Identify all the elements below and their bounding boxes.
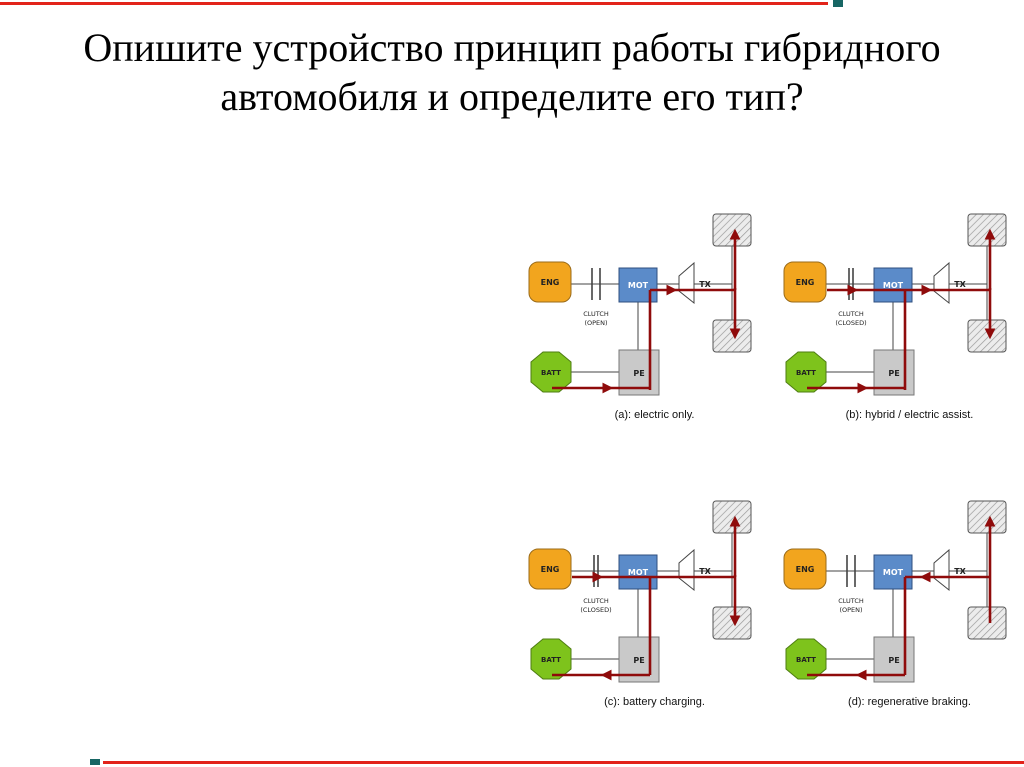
top-accent-line: [0, 2, 828, 5]
engine-label: ENG: [541, 278, 560, 287]
powertrain-diagram-b: ENG MOT TX CLUTCH (CLOSED) PE BATT: [783, 213, 1007, 396]
clutch-state-label: (OPEN): [584, 319, 607, 327]
motor-label: MOT: [883, 568, 904, 577]
transmission-shape: [678, 261, 695, 305]
power-flow-arrows: [552, 228, 741, 394]
power-flow-arrows: [807, 515, 996, 681]
power-electronics-label: PE: [633, 656, 644, 665]
transmission-label: TX: [954, 280, 966, 289]
panel-d: ENG MOT TX CLUTCH (OPEN) PE BATT: [771, 487, 1018, 708]
slide-title: Опишите устройство принцип работы гибрид…: [83, 25, 941, 119]
engine-box: [528, 261, 572, 303]
power-electronics-label: PE: [888, 656, 899, 665]
panel-b: ENG MOT TX CLUTCH (CLOSED) PE BATT: [771, 200, 1018, 421]
panel-c: ENG MOT TX CLUTCH (CLOSED) PE BATT: [516, 487, 763, 708]
clutch-label: CLUTCH: [583, 310, 609, 318]
engine-label: ENG: [796, 565, 815, 574]
panel-a: ENG MOT TX CLUTCH (OPEN) PE BATT: [516, 200, 763, 421]
panel-caption: (b): hybrid / electric assist.: [845, 409, 974, 421]
power-flow-arrows: [552, 515, 741, 681]
panel-caption: (a): electric only.: [614, 409, 695, 421]
engine-label: ENG: [541, 565, 560, 574]
battery-octagon: [785, 638, 827, 680]
wheel-bottom: [967, 606, 1007, 640]
engine-box: [783, 261, 827, 303]
engine-label: ENG: [796, 278, 815, 287]
transmission-shape: [678, 548, 695, 592]
power-electronics-label: PE: [888, 369, 899, 378]
power-electronics-label: PE: [633, 369, 644, 378]
wheel-top: [967, 213, 1007, 247]
battery-label: BATT: [541, 656, 561, 664]
battery-label: BATT: [796, 369, 816, 377]
battery-label: BATT: [541, 369, 561, 377]
battery-octagon: [530, 351, 572, 393]
wheel-top: [967, 500, 1007, 534]
bottom-accent-line: [103, 761, 1024, 764]
wheel-bottom: [712, 319, 752, 353]
clutch-state-label: (OPEN): [839, 606, 862, 614]
battery-octagon: [785, 351, 827, 393]
transmission-label: TX: [954, 567, 966, 576]
transmission-label: TX: [699, 567, 711, 576]
transmission-shape: [933, 548, 950, 592]
engine-box: [528, 548, 572, 590]
panel-caption: (c): battery charging.: [604, 696, 705, 708]
clutch-state-label: (CLOSED): [580, 606, 611, 614]
battery-label: BATT: [796, 656, 816, 664]
wheel-top: [712, 213, 752, 247]
powertrain-diagram-a: ENG MOT TX CLUTCH (OPEN) PE BATT: [528, 213, 752, 396]
wheel-bottom: [967, 319, 1007, 353]
motor-label: MOT: [628, 281, 649, 290]
powertrain-diagram-c: ENG MOT TX CLUTCH (CLOSED) PE BATT: [528, 500, 752, 683]
clutch-label: CLUTCH: [838, 310, 864, 318]
bottom-accent-square: [90, 759, 100, 765]
wheel-top: [712, 500, 752, 534]
battery-octagon: [530, 638, 572, 680]
motor-label: MOT: [883, 281, 904, 290]
powertrain-diagram-d: ENG MOT TX CLUTCH (OPEN) PE BATT: [783, 500, 1007, 683]
motor-label: MOT: [628, 568, 649, 577]
wheel-bottom: [712, 606, 752, 640]
diagram-grid: ENG MOT TX CLUTCH (OPEN) PE BATT: [516, 200, 1018, 708]
clutch-label: CLUTCH: [838, 597, 864, 605]
panel-caption: (d): regenerative braking.: [848, 696, 971, 708]
clutch-state-label: (CLOSED): [835, 319, 866, 327]
power-flow-arrows: [807, 228, 996, 394]
clutch-label: CLUTCH: [583, 597, 609, 605]
transmission-shape: [933, 261, 950, 305]
power-electronics-box: [873, 349, 915, 396]
transmission-label: TX: [699, 280, 711, 289]
power-electronics-box: [618, 349, 660, 396]
top-accent-square: [833, 0, 843, 7]
engine-box: [783, 548, 827, 590]
